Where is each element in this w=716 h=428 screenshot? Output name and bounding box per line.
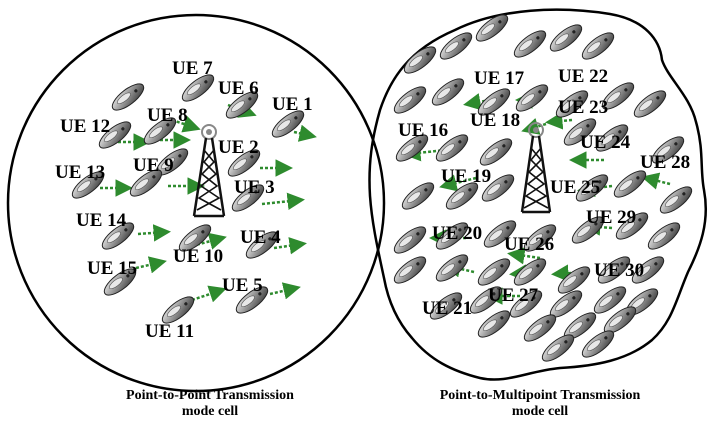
p2m-cell-tower-icon xyxy=(520,122,552,214)
transmission-arrow xyxy=(545,112,573,130)
user-equipment-device-icon xyxy=(643,217,685,255)
ue-label-27: UE 27 xyxy=(488,285,539,306)
ue-label-15: UE 15 xyxy=(87,258,137,279)
user-equipment-device-icon xyxy=(399,41,441,79)
user-equipment-device-icon xyxy=(431,249,473,287)
transmission-arrow xyxy=(191,285,227,303)
user-equipment-device-icon xyxy=(389,251,431,289)
user-equipment-device-icon xyxy=(655,181,697,219)
ue-label-25: UE 25 xyxy=(550,177,600,198)
user-equipment-device-icon xyxy=(389,221,431,259)
ue-label-17: UE 17 xyxy=(474,68,525,89)
user-equipment-device-icon xyxy=(397,177,439,215)
ue-label-4: UE 4 xyxy=(240,227,281,248)
ue-label-20: UE 20 xyxy=(432,223,482,244)
user-equipment-device-icon xyxy=(427,73,469,111)
user-equipment-device-icon xyxy=(519,309,561,347)
ue-label-7: UE 7 xyxy=(172,58,213,79)
p2m-cell-boundary xyxy=(368,8,708,381)
user-equipment-devices xyxy=(67,9,697,367)
p2m-cell xyxy=(368,8,708,381)
ue-label-14: UE 14 xyxy=(76,210,127,231)
p2p-cell-boundary xyxy=(6,13,386,393)
user-equipment-device-icon xyxy=(107,78,149,116)
p2m-caption-line1: Point-to-Multipoint Transmission xyxy=(439,388,641,403)
p2p-caption-line2: mode cell xyxy=(181,404,239,419)
ue-label-1: UE 1 xyxy=(272,94,313,115)
transmission-arrow xyxy=(261,192,305,211)
ue-label-19: UE 19 xyxy=(441,166,491,187)
p2m-caption-line2: mode cell xyxy=(511,404,569,419)
ue-label-11: UE 11 xyxy=(145,321,194,342)
user-equipment-device-icon xyxy=(545,19,587,57)
user-equipment-device-icon xyxy=(629,85,671,123)
ue-label-22: UE 22 xyxy=(558,66,608,87)
user-equipment-device-icon xyxy=(435,27,477,65)
ue-label-30: UE 30 xyxy=(594,260,644,281)
ue-label-13: UE 13 xyxy=(55,162,105,183)
p2m-caption: Point-to-Multipoint Transmission mode ce… xyxy=(370,388,710,420)
user-equipment-device-icon xyxy=(509,25,551,63)
transmission-arrow xyxy=(269,282,301,300)
ue-label-3: UE 3 xyxy=(234,177,275,198)
ue-label-12: UE 12 xyxy=(60,116,110,137)
ue-label-5: UE 5 xyxy=(222,275,263,296)
ue-label-29: UE 29 xyxy=(586,207,636,228)
ue-label-6: UE 6 xyxy=(218,78,259,99)
transmission-arrow xyxy=(439,174,477,192)
ue-label-21: UE 21 xyxy=(422,298,472,319)
transmission-arrow xyxy=(641,172,671,190)
ue-label-18: UE 18 xyxy=(470,110,520,131)
p2p-caption: Point-to-Point Transmission mode cell xyxy=(60,388,360,420)
ue-label-24: UE 24 xyxy=(580,132,631,153)
p2p-cell-tower-icon xyxy=(192,124,226,218)
transmission-arrow xyxy=(137,224,171,242)
transmission-arrow xyxy=(293,124,317,142)
transmission-arrow xyxy=(135,256,167,274)
ue-labels: UE 1 UE 2 UE 3 UE 4 UE 5 UE 6UE 7 UE 8 UE 9 UE 1… xyxy=(55,58,690,342)
ue-label-26: UE 26 xyxy=(504,234,554,255)
ue-label-10: UE 10 xyxy=(173,246,223,267)
ue-label-2: UE 2 xyxy=(218,137,259,158)
user-equipment-device-icon xyxy=(577,27,619,65)
ue-label-28: UE 28 xyxy=(640,152,690,173)
ue-label-23: UE 23 xyxy=(558,97,608,118)
user-equipment-device-icon xyxy=(389,81,431,119)
transmission-arrow xyxy=(171,115,201,133)
user-equipment-device-icon xyxy=(537,329,579,367)
ue-label-8: UE 8 xyxy=(147,105,188,126)
p2p-cell xyxy=(6,13,386,393)
ue-label-16: UE 16 xyxy=(398,120,448,141)
transmission-arrow xyxy=(463,93,491,111)
user-equipment-device-icon xyxy=(475,133,517,171)
ue-label-9: UE 9 xyxy=(133,155,174,176)
p2p-caption-line1: Point-to-Point Transmission xyxy=(126,388,294,403)
